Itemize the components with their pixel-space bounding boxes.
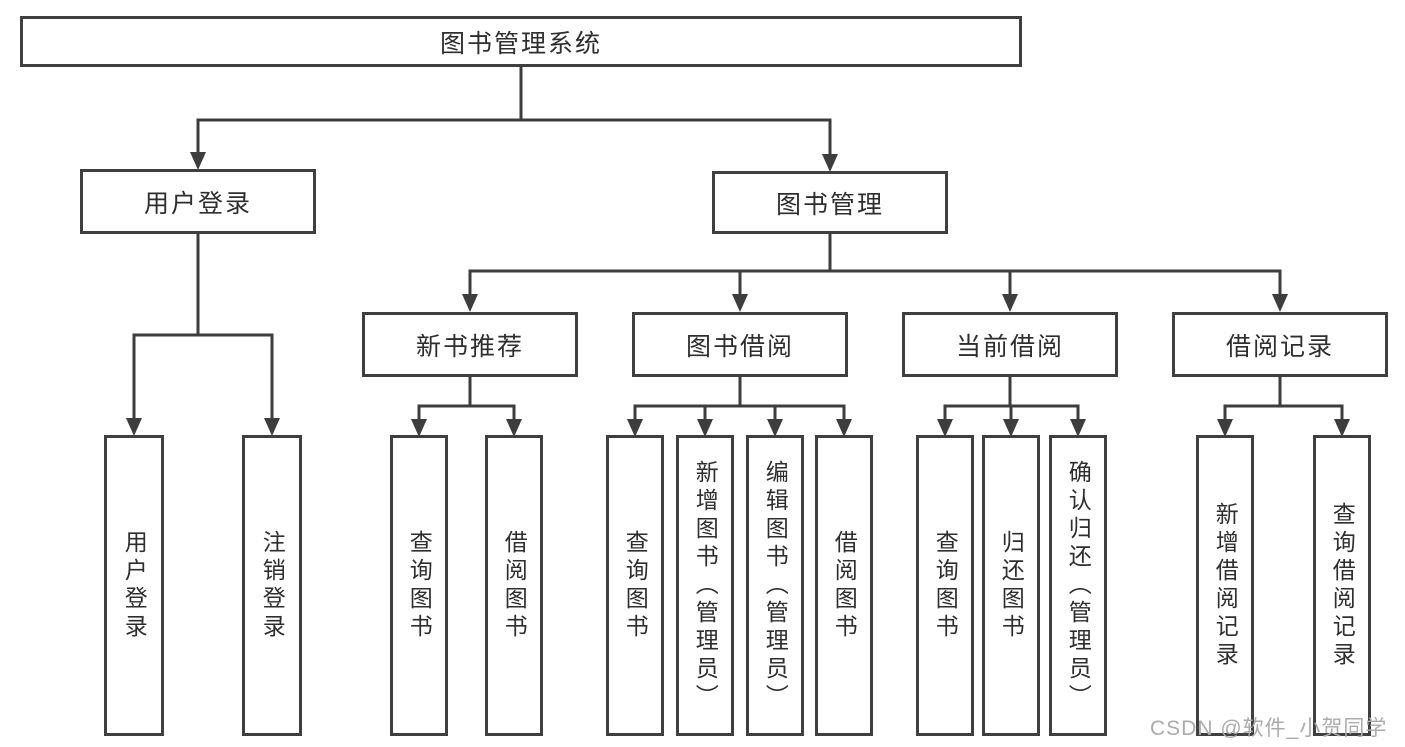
node-book-borrow: 图书借阅: [632, 312, 848, 377]
node-current-borrow: 当前借阅: [902, 312, 1118, 377]
arrowhead: [1003, 419, 1019, 437]
leaf-current-confirm-admin-label: 确认归还（管理员）: [1065, 459, 1092, 712]
leaf-newbooks-borrow-label: 借阅图书: [501, 529, 528, 642]
connector-root-to-branches: [190, 64, 838, 172]
leaf-borrow-borrow: 借阅图书: [815, 435, 873, 736]
node-root: 图书管理系统: [20, 16, 1022, 67]
connector-new-books-to-leaves: [411, 374, 522, 437]
node-borrow-records: 借阅记录: [1172, 312, 1388, 377]
node-user-login: 用户登录: [80, 169, 316, 234]
leaf-newbooks-query-label: 查询图书: [406, 529, 433, 642]
leaf-newbooks-query: 查询图书: [390, 435, 448, 736]
arrowhead: [767, 419, 783, 437]
node-current-borrow-label: 当前借阅: [955, 332, 1064, 361]
node-book-management-label: 图书管理: [775, 190, 884, 219]
arrowhead: [506, 419, 522, 437]
node-new-book-recommend-label: 新书推荐: [415, 332, 524, 361]
leaf-borrow-add-admin-label: 新增图书（管理员）: [692, 459, 719, 712]
arrowhead: [462, 294, 478, 312]
leaf-logout-label: 注销登录: [259, 529, 286, 642]
csdn-watermark: CSDN @软件_小贺同学: [1150, 717, 1388, 740]
leaf-logout: 注销登录: [242, 435, 302, 736]
leaf-records-query: 查询借阅记录: [1313, 435, 1371, 736]
node-user-login-label: 用户登录: [143, 189, 252, 218]
arrowhead: [836, 419, 852, 437]
connector-book-borrow-to-leaves: [627, 374, 852, 437]
leaf-newbooks-borrow: 借阅图书: [485, 435, 543, 736]
connector-user-login-to-leaves: [126, 231, 280, 436]
leaf-borrow-edit-admin: 编辑图书（管理员）: [746, 435, 804, 736]
leaf-current-query: 查询图书: [916, 435, 974, 736]
arrowhead: [822, 154, 838, 172]
node-book-borrow-label: 图书借阅: [685, 332, 794, 361]
node-borrow-records-label: 借阅记录: [1225, 332, 1334, 361]
leaf-current-query-label: 查询图书: [932, 529, 959, 642]
arrowhead: [732, 294, 748, 312]
arrowhead: [190, 152, 206, 170]
leaf-borrow-query: 查询图书: [606, 435, 664, 736]
leaf-user-login-label: 用户登录: [121, 529, 148, 642]
leaf-records-add-label: 新增借阅记录: [1212, 501, 1239, 670]
connector-borrow-records-to-leaves: [1217, 374, 1350, 437]
leaf-records-add: 新增借阅记录: [1196, 435, 1254, 736]
connector-current-borrow-to-leaves: [937, 374, 1086, 437]
arrowhead: [1334, 419, 1350, 437]
arrowhead: [627, 419, 643, 437]
arrowhead: [1272, 294, 1288, 312]
leaf-borrow-borrow-label: 借阅图书: [831, 529, 858, 642]
arrowhead: [1217, 419, 1233, 437]
leaf-user-login: 用户登录: [104, 435, 164, 736]
arrowhead: [1002, 294, 1018, 312]
leaf-current-return: 归还图书: [982, 435, 1040, 736]
leaf-records-query-label: 查询借阅记录: [1329, 501, 1356, 670]
arrowhead: [1070, 419, 1086, 437]
arrowhead: [264, 418, 280, 436]
node-root-label: 图书管理系统: [439, 29, 602, 58]
leaf-borrow-query-label: 查询图书: [622, 529, 649, 642]
leaf-borrow-edit-admin-label: 编辑图书（管理员）: [762, 459, 789, 712]
node-new-book-recommend: 新书推荐: [362, 312, 578, 377]
arrowhead: [411, 419, 427, 437]
leaf-current-confirm-admin: 确认归还（管理员）: [1049, 435, 1107, 736]
leaf-current-return-label: 归还图书: [998, 529, 1025, 642]
arrowhead: [126, 418, 142, 436]
leaf-borrow-add-admin: 新增图书（管理员）: [676, 435, 734, 736]
node-book-management: 图书管理: [712, 171, 948, 234]
arrowhead: [937, 419, 953, 437]
connector-book-mgmt-to-sections: [462, 231, 1288, 312]
arrowhead: [697, 419, 713, 437]
